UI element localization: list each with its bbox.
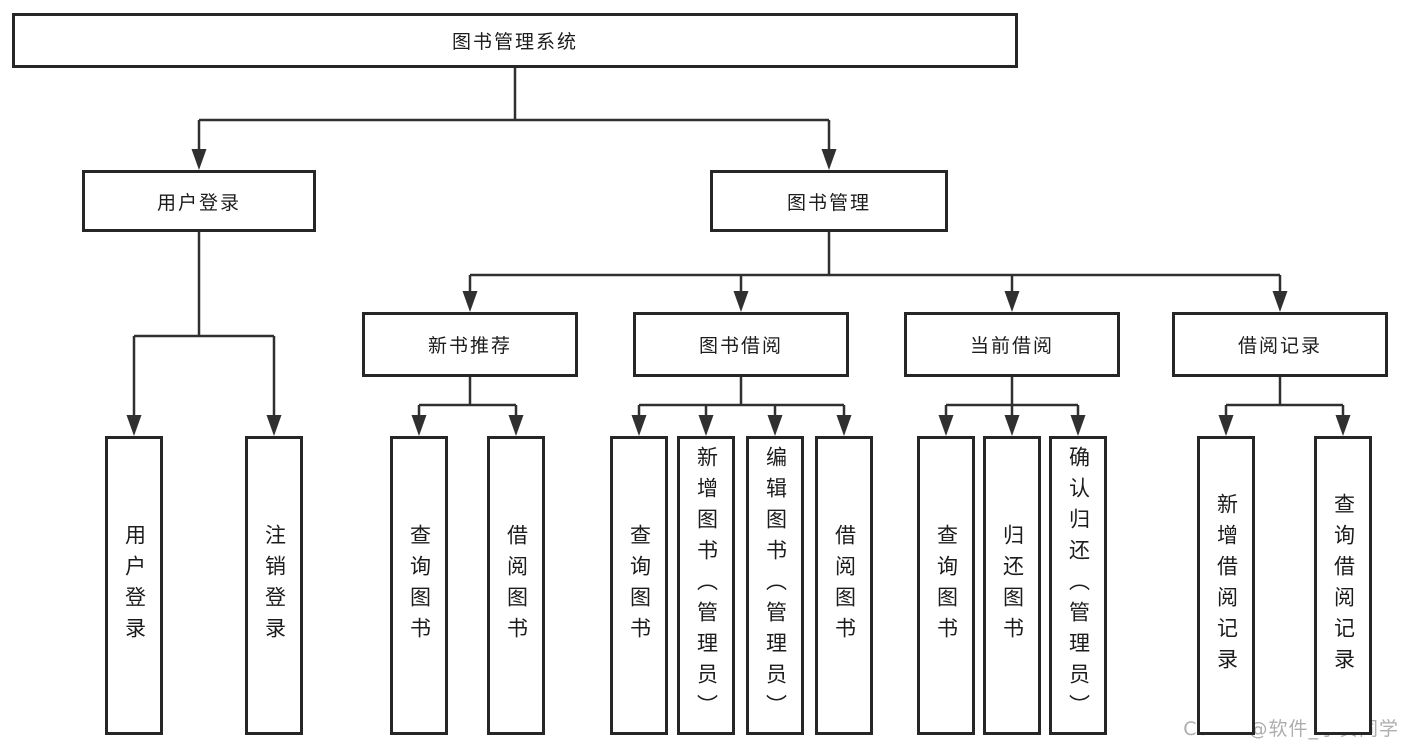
node-label: 借阅图书: [832, 523, 857, 648]
node-label: 编辑图书（管理员）: [763, 446, 788, 725]
node-v_login: 用户登录: [105, 436, 163, 735]
node-current: 当前借阅: [904, 312, 1120, 377]
node-label: 图书管理: [786, 191, 871, 214]
node-newbook: 新书推荐: [362, 312, 578, 377]
node-v_return: 归还图书: [983, 436, 1041, 735]
node-label: 归还图书: [1000, 523, 1025, 648]
node-label: 图书管理系统: [451, 31, 578, 53]
node-v_edit_book: 编辑图书（管理员）: [746, 436, 804, 735]
node-label: 查询图书: [934, 523, 959, 648]
node-v_add_book: 新增图书（管理员）: [677, 436, 735, 735]
node-label: 当前借阅: [969, 335, 1054, 357]
node-label: 用户登录: [156, 191, 241, 214]
node-label: 借阅图书: [504, 523, 529, 648]
node-v_query_new: 查询图书: [390, 436, 448, 735]
node-root: 图书管理系统: [12, 13, 1018, 68]
node-v_borrow_new: 借阅图书: [487, 436, 545, 735]
node-label: 借阅记录: [1237, 335, 1322, 357]
node-label: 注销登录: [262, 523, 287, 648]
node-label: 查询借阅记录: [1331, 492, 1356, 679]
node-label: 查询图书: [627, 523, 652, 648]
node-label: 新增借阅记录: [1214, 492, 1239, 679]
node-v_query_cur: 查询图书: [917, 436, 975, 735]
node-label: 用户登录: [122, 523, 147, 648]
node-borrow: 图书借阅: [633, 312, 849, 377]
node-v_confirm: 确认归还（管理员）: [1049, 436, 1107, 735]
node-label: 图书借阅: [698, 335, 783, 357]
node-v_query_rec: 查询借阅记录: [1314, 436, 1372, 735]
node-records: 借阅记录: [1172, 312, 1388, 377]
node-v_query_borrow: 查询图书: [610, 436, 668, 735]
node-login: 用户登录: [82, 170, 316, 232]
node-v_add_rec: 新增借阅记录: [1197, 436, 1255, 735]
node-label: 新书推荐: [427, 335, 512, 357]
node-mgmt: 图书管理: [710, 170, 948, 232]
node-v_logout: 注销登录: [245, 436, 303, 735]
node-label: 确认归还（管理员）: [1066, 446, 1091, 725]
node-label: 新增图书（管理员）: [694, 446, 719, 725]
node-label: 查询图书: [407, 523, 432, 648]
node-v_borrow_book: 借阅图书: [815, 436, 873, 735]
